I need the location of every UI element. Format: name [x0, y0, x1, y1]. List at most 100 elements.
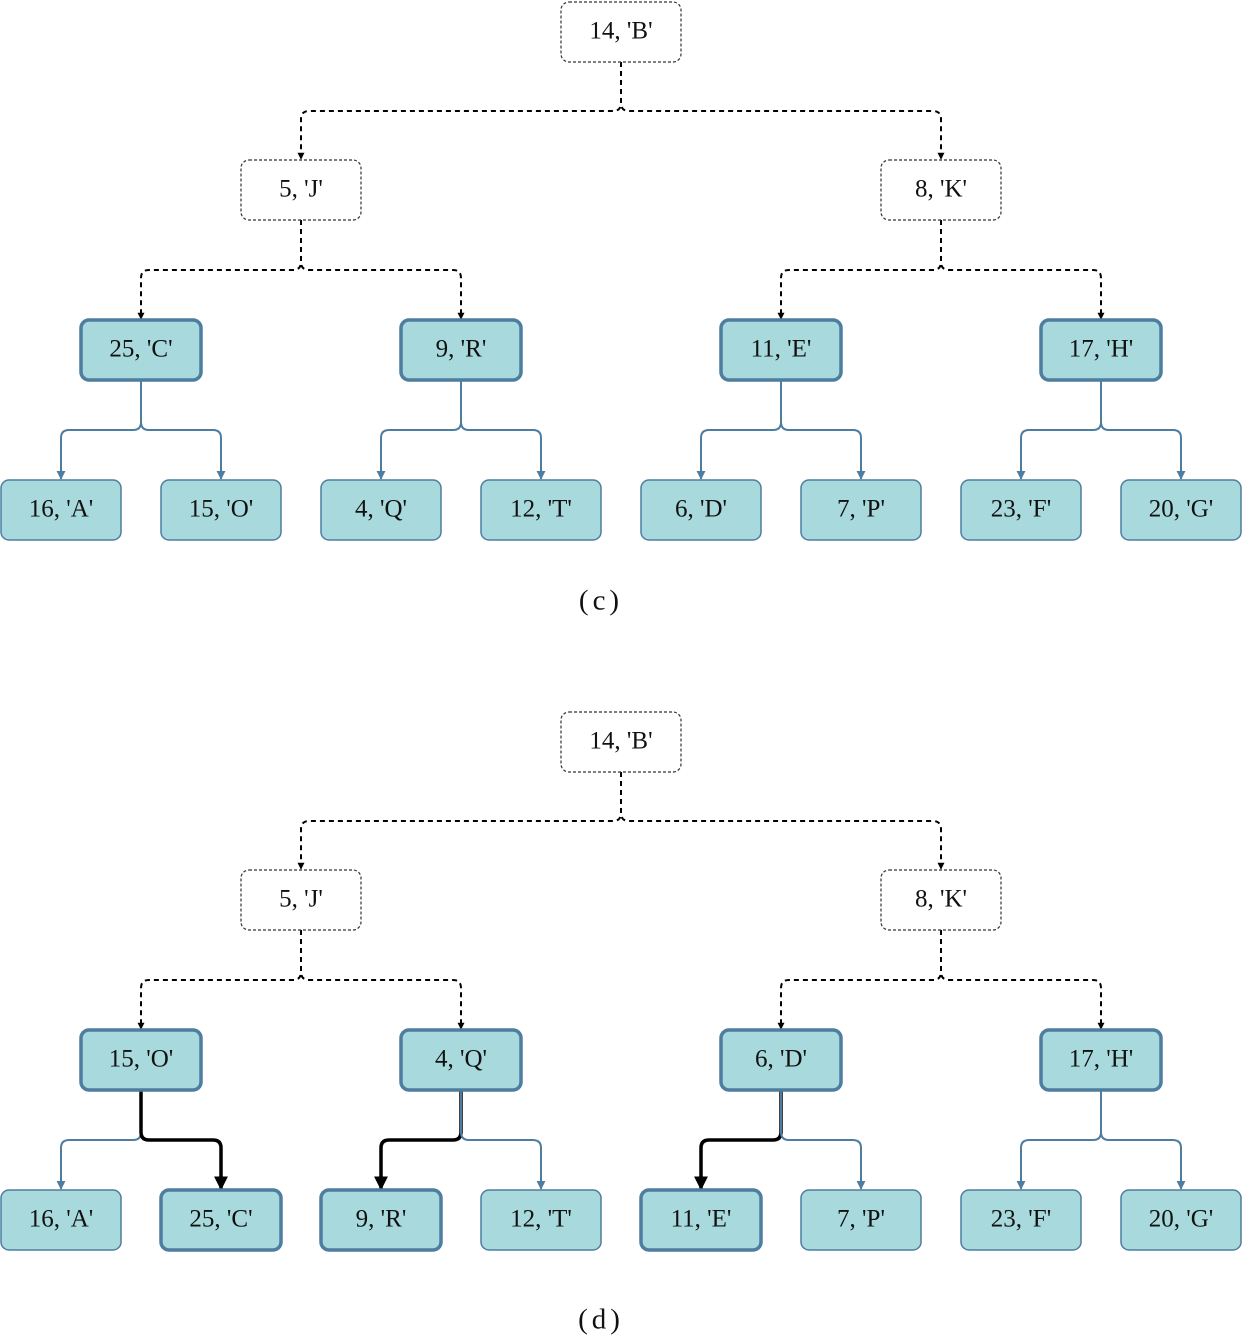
node-box	[800, 479, 922, 541]
edge-0-rr-rrl	[1016, 380, 1102, 480]
edge-0-l-ll	[137, 220, 302, 320]
tree-node-0-llr: 15, 'O'	[160, 479, 282, 541]
node-label: 14, 'B'	[589, 18, 652, 45]
edge-0-root-r	[620, 62, 945, 160]
node-label: 11, 'E'	[671, 1206, 732, 1233]
edge-1-root-l	[297, 772, 622, 870]
node-box	[880, 159, 1002, 221]
tree-node-0-r: 8, 'K'	[880, 159, 1002, 221]
tree-node-1-llr: 25, 'C'	[159, 1188, 283, 1252]
tree-node-1-rr: 17, 'H'	[1039, 1028, 1163, 1092]
tree-node-1-rl: 6, 'D'	[719, 1028, 843, 1092]
node-label: 7, 'P'	[837, 1206, 885, 1233]
node-box	[240, 159, 362, 221]
edge-0-rl-rll	[696, 380, 782, 480]
tree-node-0-lrr: 12, 'T'	[480, 479, 602, 541]
edge-0-ll-lll	[56, 380, 142, 480]
node-box	[640, 479, 762, 541]
node-box	[480, 479, 602, 541]
edge-1-r-rl	[777, 930, 942, 1030]
node-label: 17, 'H'	[1069, 336, 1134, 363]
node-box	[1120, 479, 1242, 541]
node-box	[1039, 1028, 1163, 1092]
node-label: 15, 'O'	[109, 1046, 174, 1073]
edge-1-ll-lll	[56, 1090, 142, 1190]
edges-layer	[56, 62, 1186, 1191]
tree-node-1-lrr: 12, 'T'	[480, 1189, 602, 1251]
edge-1-rl-rlr	[780, 1090, 866, 1190]
nodes-layer: 14, 'B' 5, 'J' 8, 'K' 25, 'C' 9, 'R' 11, 'E' 1…	[0, 1, 1242, 1252]
node-label: 8, 'K'	[915, 176, 967, 203]
edge-0-r-rl	[777, 220, 942, 320]
node-label: 9, 'R'	[356, 1206, 407, 1233]
edge-1-l-ll	[137, 930, 302, 1030]
edge-0-r-rr	[940, 220, 1105, 320]
node-box	[159, 1188, 283, 1252]
tree-node-1-rrr: 20, 'G'	[1120, 1189, 1242, 1251]
node-box	[719, 318, 843, 382]
node-box	[960, 479, 1082, 541]
node-box	[800, 1189, 922, 1251]
node-label: 7, 'P'	[837, 496, 885, 523]
tree-node-0-rll: 6, 'D'	[640, 479, 762, 541]
node-label: 25, 'C'	[109, 336, 172, 363]
edge-0-rr-rrr	[1100, 380, 1186, 480]
node-label: 9, 'R'	[436, 336, 487, 363]
tree-node-0-ll: 25, 'C'	[79, 318, 203, 382]
tree-node-1-rrl: 23, 'F'	[960, 1189, 1082, 1251]
node-box	[160, 479, 282, 541]
edge-1-lr-lrl	[374, 1090, 463, 1191]
edge-1-r-rr	[940, 930, 1105, 1030]
node-box	[79, 1028, 203, 1092]
captions-layer: (c)(d)	[578, 585, 623, 1336]
node-box	[880, 869, 1002, 931]
node-label: 16, 'A'	[29, 496, 94, 523]
tree-node-0-lrl: 4, 'Q'	[320, 479, 442, 541]
node-label: 8, 'K'	[915, 886, 967, 913]
tree-node-1-rlr: 7, 'P'	[800, 1189, 922, 1251]
node-box	[399, 318, 523, 382]
edge-1-l-lr	[300, 930, 465, 1030]
tree-node-0-rrl: 23, 'F'	[960, 479, 1082, 541]
node-box	[320, 479, 442, 541]
node-label: 25, 'C'	[189, 1206, 252, 1233]
node-box	[960, 1189, 1082, 1251]
node-box	[319, 1188, 443, 1252]
node-label: 20, 'G'	[1149, 1206, 1214, 1233]
node-box	[719, 1028, 843, 1092]
node-box	[560, 1, 682, 63]
node-box	[639, 1188, 763, 1252]
node-box	[1120, 1189, 1242, 1251]
node-box	[0, 479, 122, 541]
node-label: 5, 'J'	[279, 886, 323, 913]
tree-node-0-l: 5, 'J'	[240, 159, 362, 221]
edge-1-rr-rrl	[1016, 1090, 1102, 1190]
edge-0-lr-lrl	[376, 380, 462, 480]
tree-node-1-l: 5, 'J'	[240, 869, 362, 931]
tree-node-0-lr: 9, 'R'	[399, 318, 523, 382]
node-label: 6, 'D'	[755, 1046, 807, 1073]
tree-node-1-lr: 4, 'Q'	[399, 1028, 523, 1092]
node-label: 15, 'O'	[189, 496, 254, 523]
tree-node-1-lll: 16, 'A'	[0, 1189, 122, 1251]
node-box	[480, 1189, 602, 1251]
node-box	[560, 711, 682, 773]
edge-0-rl-rlr	[780, 380, 866, 480]
node-box	[399, 1028, 523, 1092]
edge-0-root-l	[297, 62, 622, 160]
edge-0-lr-lrr	[460, 380, 546, 480]
node-label: 5, 'J'	[279, 176, 323, 203]
edge-1-ll-llr	[139, 1090, 228, 1191]
tree-node-0-rl: 11, 'E'	[719, 318, 843, 382]
node-label: 14, 'B'	[589, 728, 652, 755]
tree-node-1-ll: 15, 'O'	[79, 1028, 203, 1092]
node-label: 16, 'A'	[29, 1206, 94, 1233]
tree-node-0-rr: 17, 'H'	[1039, 318, 1163, 382]
panel-caption-0: (c)	[579, 585, 623, 617]
edge-1-lr-lrr	[460, 1090, 546, 1190]
tree-node-1-lrl: 9, 'R'	[319, 1188, 443, 1252]
node-box	[79, 318, 203, 382]
edge-1-rl-rll	[694, 1090, 783, 1191]
tree-node-1-root: 14, 'B'	[560, 711, 682, 773]
